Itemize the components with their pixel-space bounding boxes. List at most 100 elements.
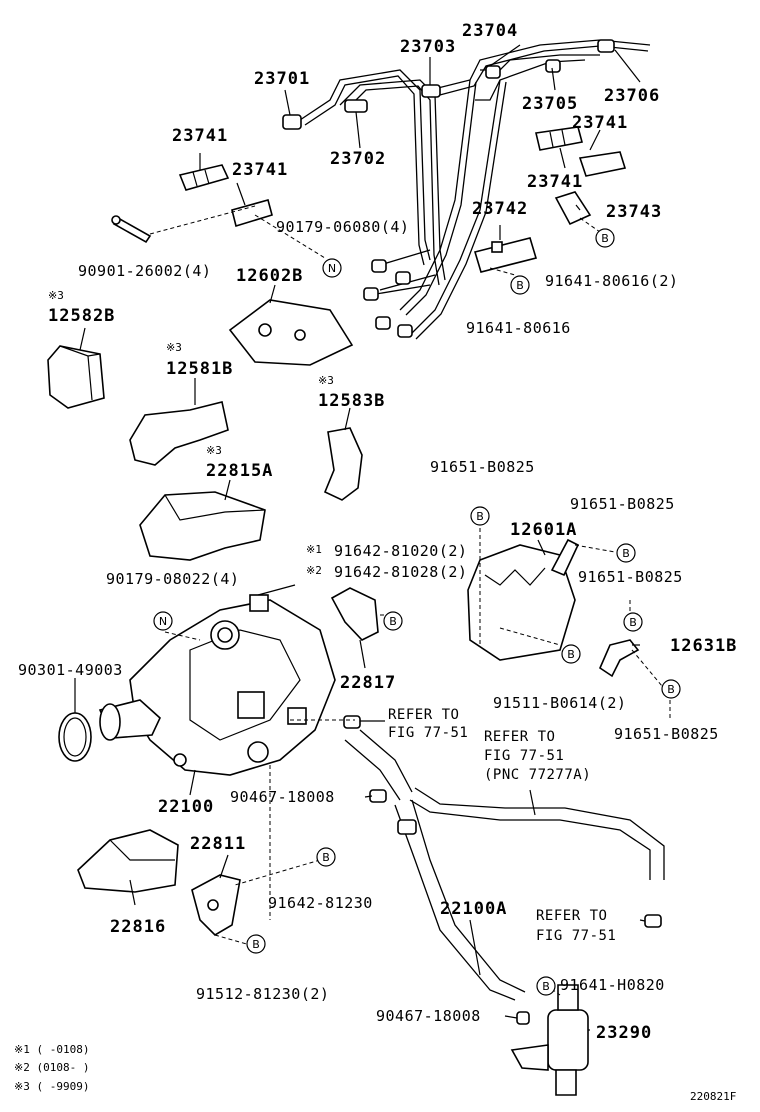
ref-3-line-1: REFER TO bbox=[536, 908, 607, 924]
label-23741-c: 23741 bbox=[232, 160, 288, 180]
bracket-12631B bbox=[598, 639, 640, 678]
label-22816: 22816 bbox=[110, 917, 166, 937]
svg-text:B: B bbox=[601, 232, 609, 245]
circle-b-4: B bbox=[616, 543, 636, 563]
figure-code: 220821F bbox=[690, 1090, 736, 1103]
label-23704: 23704 bbox=[462, 21, 518, 41]
ref-3-line-2: FIG 77-51 bbox=[536, 928, 616, 944]
cover-22815A bbox=[139, 491, 266, 561]
ref-1-line-2: FIG 77-51 bbox=[388, 725, 468, 741]
svg-text:B: B bbox=[516, 279, 524, 292]
svg-text:B: B bbox=[629, 616, 637, 629]
label-23741-b: 23741 bbox=[572, 113, 628, 133]
label-23702: 23702 bbox=[330, 149, 386, 169]
insulator-12583B bbox=[323, 427, 363, 501]
label-91651-B0825-a: 91651-B0825 bbox=[430, 458, 535, 476]
circle-b-7: B bbox=[661, 679, 681, 699]
label-12631B: 12631B bbox=[670, 636, 737, 656]
circle-b-8: B bbox=[383, 611, 403, 631]
footnote-2: ※2 (0108- ) bbox=[14, 1061, 89, 1074]
circle-b-6: B bbox=[561, 644, 581, 664]
label-23742: 23742 bbox=[472, 199, 528, 219]
circle-b-1: B bbox=[595, 228, 615, 248]
circle-b-2: B bbox=[510, 275, 530, 295]
filter-23290 bbox=[510, 984, 589, 1096]
label-91511: 91511-B0614(2) bbox=[493, 694, 626, 712]
label-23705: 23705 bbox=[522, 94, 578, 114]
pump-22100 bbox=[98, 584, 336, 776]
svg-text:B: B bbox=[622, 547, 630, 560]
label-91642-81020: 91642-81020(2) bbox=[334, 542, 467, 560]
circle-n-1: N bbox=[322, 258, 342, 278]
circle-b-11: B bbox=[536, 976, 556, 996]
clamp-23741-left bbox=[178, 164, 230, 191]
svg-text:B: B bbox=[389, 615, 397, 628]
label-22815A: 22815A bbox=[206, 461, 273, 481]
cover-22816 bbox=[77, 829, 179, 893]
leader-lines bbox=[74, 44, 646, 1031]
cover-12601A bbox=[467, 538, 580, 661]
label-12602B: 12602B bbox=[236, 266, 303, 286]
label-91641-H0820: 91641-H0820 bbox=[560, 976, 665, 994]
label-90467-b: 90467-18008 bbox=[376, 1007, 481, 1025]
label-23701: 23701 bbox=[254, 69, 310, 89]
circle-markers: N B B B B B B B N B B B B bbox=[153, 228, 681, 996]
label-23741-d: 23741 bbox=[527, 172, 583, 192]
insulator-12581B bbox=[129, 401, 229, 466]
label-22100A: 22100A bbox=[440, 899, 507, 919]
injection-pipes bbox=[299, 39, 651, 340]
label-91642-81230: 91642-81230 bbox=[268, 894, 373, 912]
o-ring-90301 bbox=[58, 712, 92, 762]
pipe-fittings bbox=[282, 39, 615, 338]
svg-text:B: B bbox=[252, 938, 260, 951]
mark-3-a: ※3 bbox=[48, 289, 64, 302]
label-22811: 22811 bbox=[190, 834, 246, 854]
mark-1: ※1 bbox=[306, 543, 322, 556]
svg-text:N: N bbox=[159, 615, 167, 628]
label-91642-81028: 91642-81028(2) bbox=[334, 563, 467, 581]
svg-text:B: B bbox=[322, 851, 330, 864]
label-23706: 23706 bbox=[604, 86, 660, 106]
label-91512: 91512-81230(2) bbox=[196, 985, 329, 1003]
circle-n-2: N bbox=[153, 611, 173, 631]
plate-12602B bbox=[228, 299, 354, 366]
label-22817: 22817 bbox=[340, 673, 396, 693]
label-22100: 22100 bbox=[158, 797, 214, 817]
label-91651-B0825-b: 91651-B0825 bbox=[570, 495, 675, 513]
clamp-23741-left2 bbox=[231, 199, 273, 228]
label-23743: 23743 bbox=[606, 202, 662, 222]
footnotes: ※1 ( -0108) ※2 (0108- ) ※3 ( -9909) bbox=[14, 1043, 89, 1093]
footnote-1: ※1 ( -0108) bbox=[14, 1043, 89, 1056]
ref-2-line-3: (PNC 77277A) bbox=[484, 767, 591, 783]
svg-text:B: B bbox=[567, 648, 575, 661]
footnote-3: ※3 ( -9909) bbox=[14, 1080, 89, 1093]
label-90467-a: 90467-18008 bbox=[230, 788, 335, 806]
svg-text:B: B bbox=[476, 510, 484, 523]
mark-3-d: ※3 bbox=[206, 444, 222, 457]
label-23703: 23703 bbox=[400, 37, 456, 57]
bracket-22817 bbox=[330, 587, 379, 641]
label-12583B: 12583B bbox=[318, 391, 385, 411]
mark-2: ※2 bbox=[306, 564, 322, 577]
part-labels: 23704 23703 23701 23705 23706 23741 2374… bbox=[18, 21, 737, 1043]
label-91641-80616-2: 91641-80616(2) bbox=[545, 272, 678, 290]
label-91651-B0825-c: 91651-B0825 bbox=[578, 568, 683, 586]
svg-text:B: B bbox=[542, 980, 550, 993]
label-90301: 90301-49003 bbox=[18, 661, 123, 679]
clamp-23742 bbox=[473, 237, 538, 273]
label-90179-06080: 90179-06080(4) bbox=[276, 218, 409, 236]
label-23741-a: 23741 bbox=[172, 126, 228, 146]
ref-1-line-1: REFER TO bbox=[388, 707, 459, 723]
fuel-hoses bbox=[343, 715, 665, 1025]
clamp-23741-right bbox=[535, 126, 583, 151]
mark-3-c: ※3 bbox=[318, 374, 334, 387]
bolt-90901 bbox=[111, 215, 152, 244]
label-12582B: 12582B bbox=[48, 306, 115, 326]
insulator-12582B bbox=[47, 345, 105, 409]
label-91641-80616: 91641-80616 bbox=[466, 319, 571, 337]
ref-2-line-1: REFER TO bbox=[484, 729, 555, 745]
label-12601A: 12601A bbox=[510, 520, 577, 540]
circle-b-10: B bbox=[246, 934, 266, 954]
clamp-23743 bbox=[554, 191, 592, 226]
